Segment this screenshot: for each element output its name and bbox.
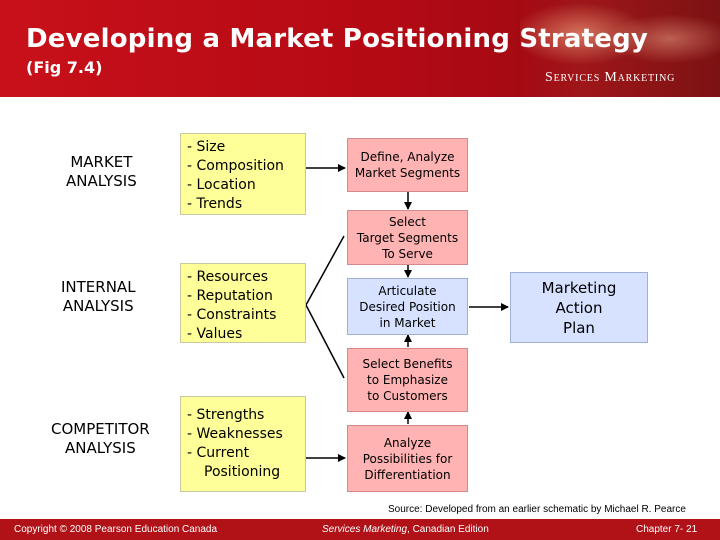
factor-item: - Trends: [187, 196, 243, 212]
slide-subtitle: (Fig 7.4): [26, 58, 103, 77]
factor-item: - Resources: [187, 269, 268, 285]
slide-footer: Copyright © 2008 Pearson Education Canad…: [0, 519, 720, 540]
factor-item: - Location: [187, 177, 256, 193]
competitor-factors-box: - Strengths - Weaknesses - Current Posit…: [180, 396, 306, 492]
select-benefits-box: Select Benefits to Emphasize to Customer…: [347, 348, 468, 412]
header-photo: [520, 0, 720, 97]
factor-item: - Size: [187, 139, 226, 155]
market-factors-box: - Size - Composition - Location - Trends: [180, 133, 306, 215]
internal-factors-box: - Resources - Reputation - Constraints -…: [180, 263, 306, 343]
select-target-segments-box: Select Target Segments To Serve: [347, 210, 468, 265]
internal-analysis-label: INTERNAL ANALYSIS: [61, 278, 136, 315]
slide-header: Developing a Market Positioning Strategy…: [0, 0, 720, 97]
factor-item: - Strengths: [187, 407, 265, 423]
factor-item: - Composition: [187, 158, 284, 174]
factor-item: - Current: [187, 445, 250, 461]
line-internal-to-benefits: [305, 304, 345, 379]
slide-title: Developing a Market Positioning Strategy: [26, 24, 649, 54]
footer-book-title: Services Marketing: [322, 524, 408, 535]
analyze-differentiation-box: Analyze Possibilities for Differentiatio…: [347, 425, 468, 492]
footer-edition: , Canadian Edition: [407, 524, 489, 535]
source-note: Source: Developed from an earlier schema…: [388, 504, 686, 515]
factor-item: - Weaknesses: [187, 426, 283, 442]
competitor-analysis-label: COMPETITOR ANALYSIS: [51, 420, 150, 457]
factor-item: - Reputation: [187, 288, 273, 304]
factor-item: Positioning: [204, 464, 281, 480]
marketing-action-plan-box: Marketing Action Plan: [510, 272, 648, 343]
factor-item: - Constraints: [187, 307, 277, 323]
factor-item: - Values: [187, 326, 243, 342]
define-segments-box: Define, Analyze Market Segments: [347, 138, 468, 192]
footer-book: Services Marketing, Canadian Edition: [322, 524, 489, 535]
line-internal-to-select: [305, 235, 345, 306]
brand-logo-text: Services Marketing: [545, 70, 676, 85]
footer-copyright: Copyright © 2008 Pearson Education Canad…: [14, 524, 218, 535]
articulate-position-box: Articulate Desired Position in Market: [347, 278, 468, 335]
market-analysis-label: MARKET ANALYSIS: [66, 153, 137, 190]
footer-chapter: Chapter 7- 21: [636, 524, 698, 535]
